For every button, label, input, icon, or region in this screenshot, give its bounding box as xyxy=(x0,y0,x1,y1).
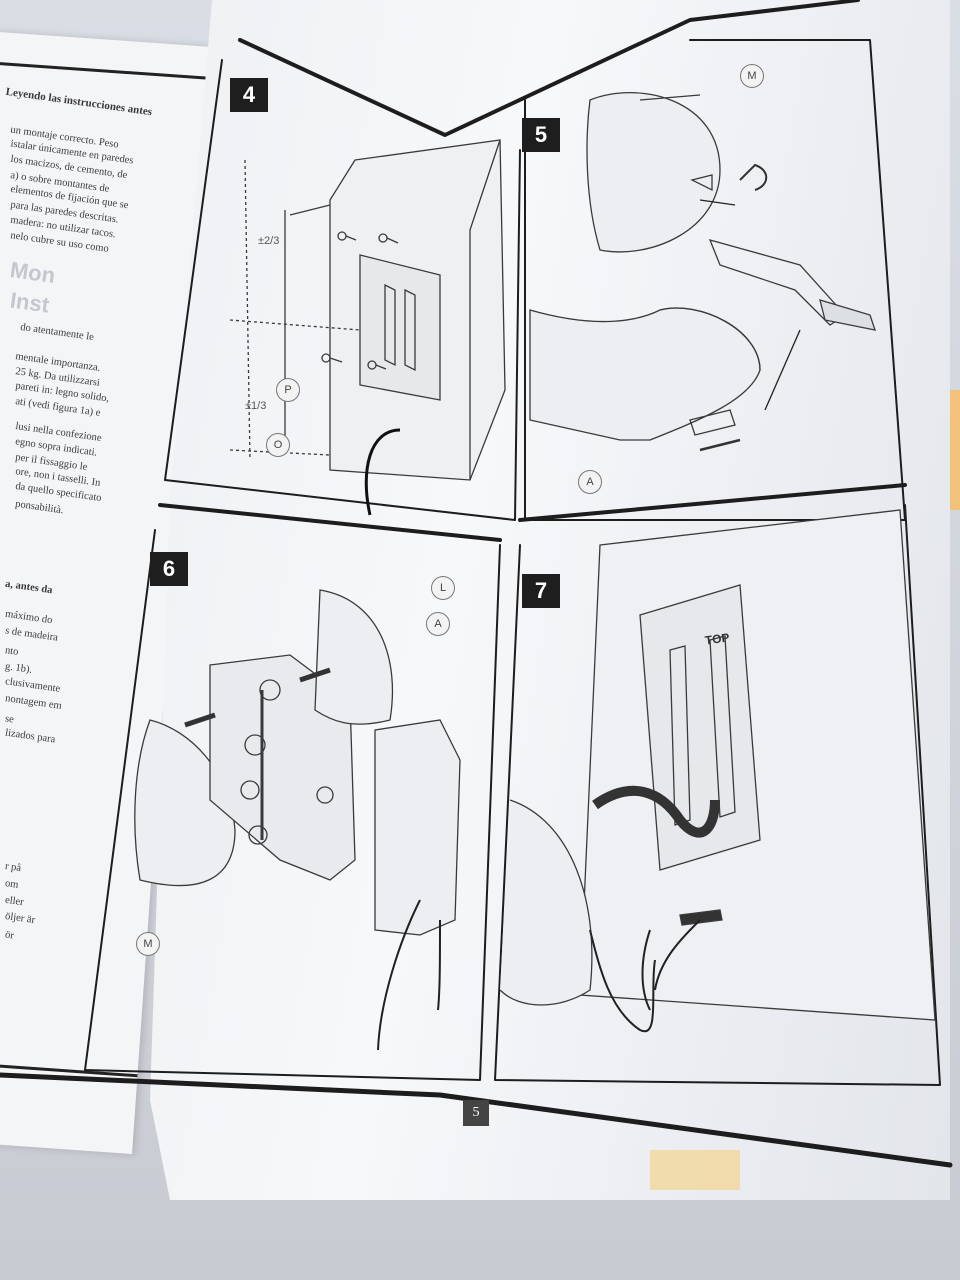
callout-o: O xyxy=(266,433,290,457)
orange-background-object xyxy=(650,1150,740,1190)
panel-5-illustration xyxy=(529,92,876,452)
panel-6-frame xyxy=(84,529,501,1081)
callout-a: A xyxy=(578,470,602,494)
panel-7-illustration xyxy=(499,509,936,1033)
mid-rule-left xyxy=(158,503,502,542)
dimension-label-upper: ±2/3 xyxy=(258,235,280,247)
panel-5-frame xyxy=(524,39,906,521)
panel-4-illustration xyxy=(229,139,506,516)
panel-number-4: 4 xyxy=(230,78,268,112)
panel-7-frame xyxy=(494,504,941,1086)
callout-a: A xyxy=(426,612,450,636)
callout-m: M xyxy=(136,932,160,956)
callout-p: P xyxy=(276,378,300,402)
panel-number-7: 7 xyxy=(522,574,560,608)
mid-rule-right xyxy=(518,483,907,522)
panel-6-illustration xyxy=(134,589,461,1051)
top-border-rule xyxy=(238,0,860,137)
panel-number-5: 5 xyxy=(522,118,560,152)
bottom-border-rule xyxy=(0,1072,953,1168)
panel-4-frame xyxy=(164,59,521,521)
panel-number-6: 6 xyxy=(150,552,188,586)
callout-l: L xyxy=(431,576,455,600)
dimension-label-lower: ±1/3 xyxy=(245,400,267,412)
callout-m: M xyxy=(740,64,764,88)
page-number: 5 xyxy=(463,1100,489,1126)
